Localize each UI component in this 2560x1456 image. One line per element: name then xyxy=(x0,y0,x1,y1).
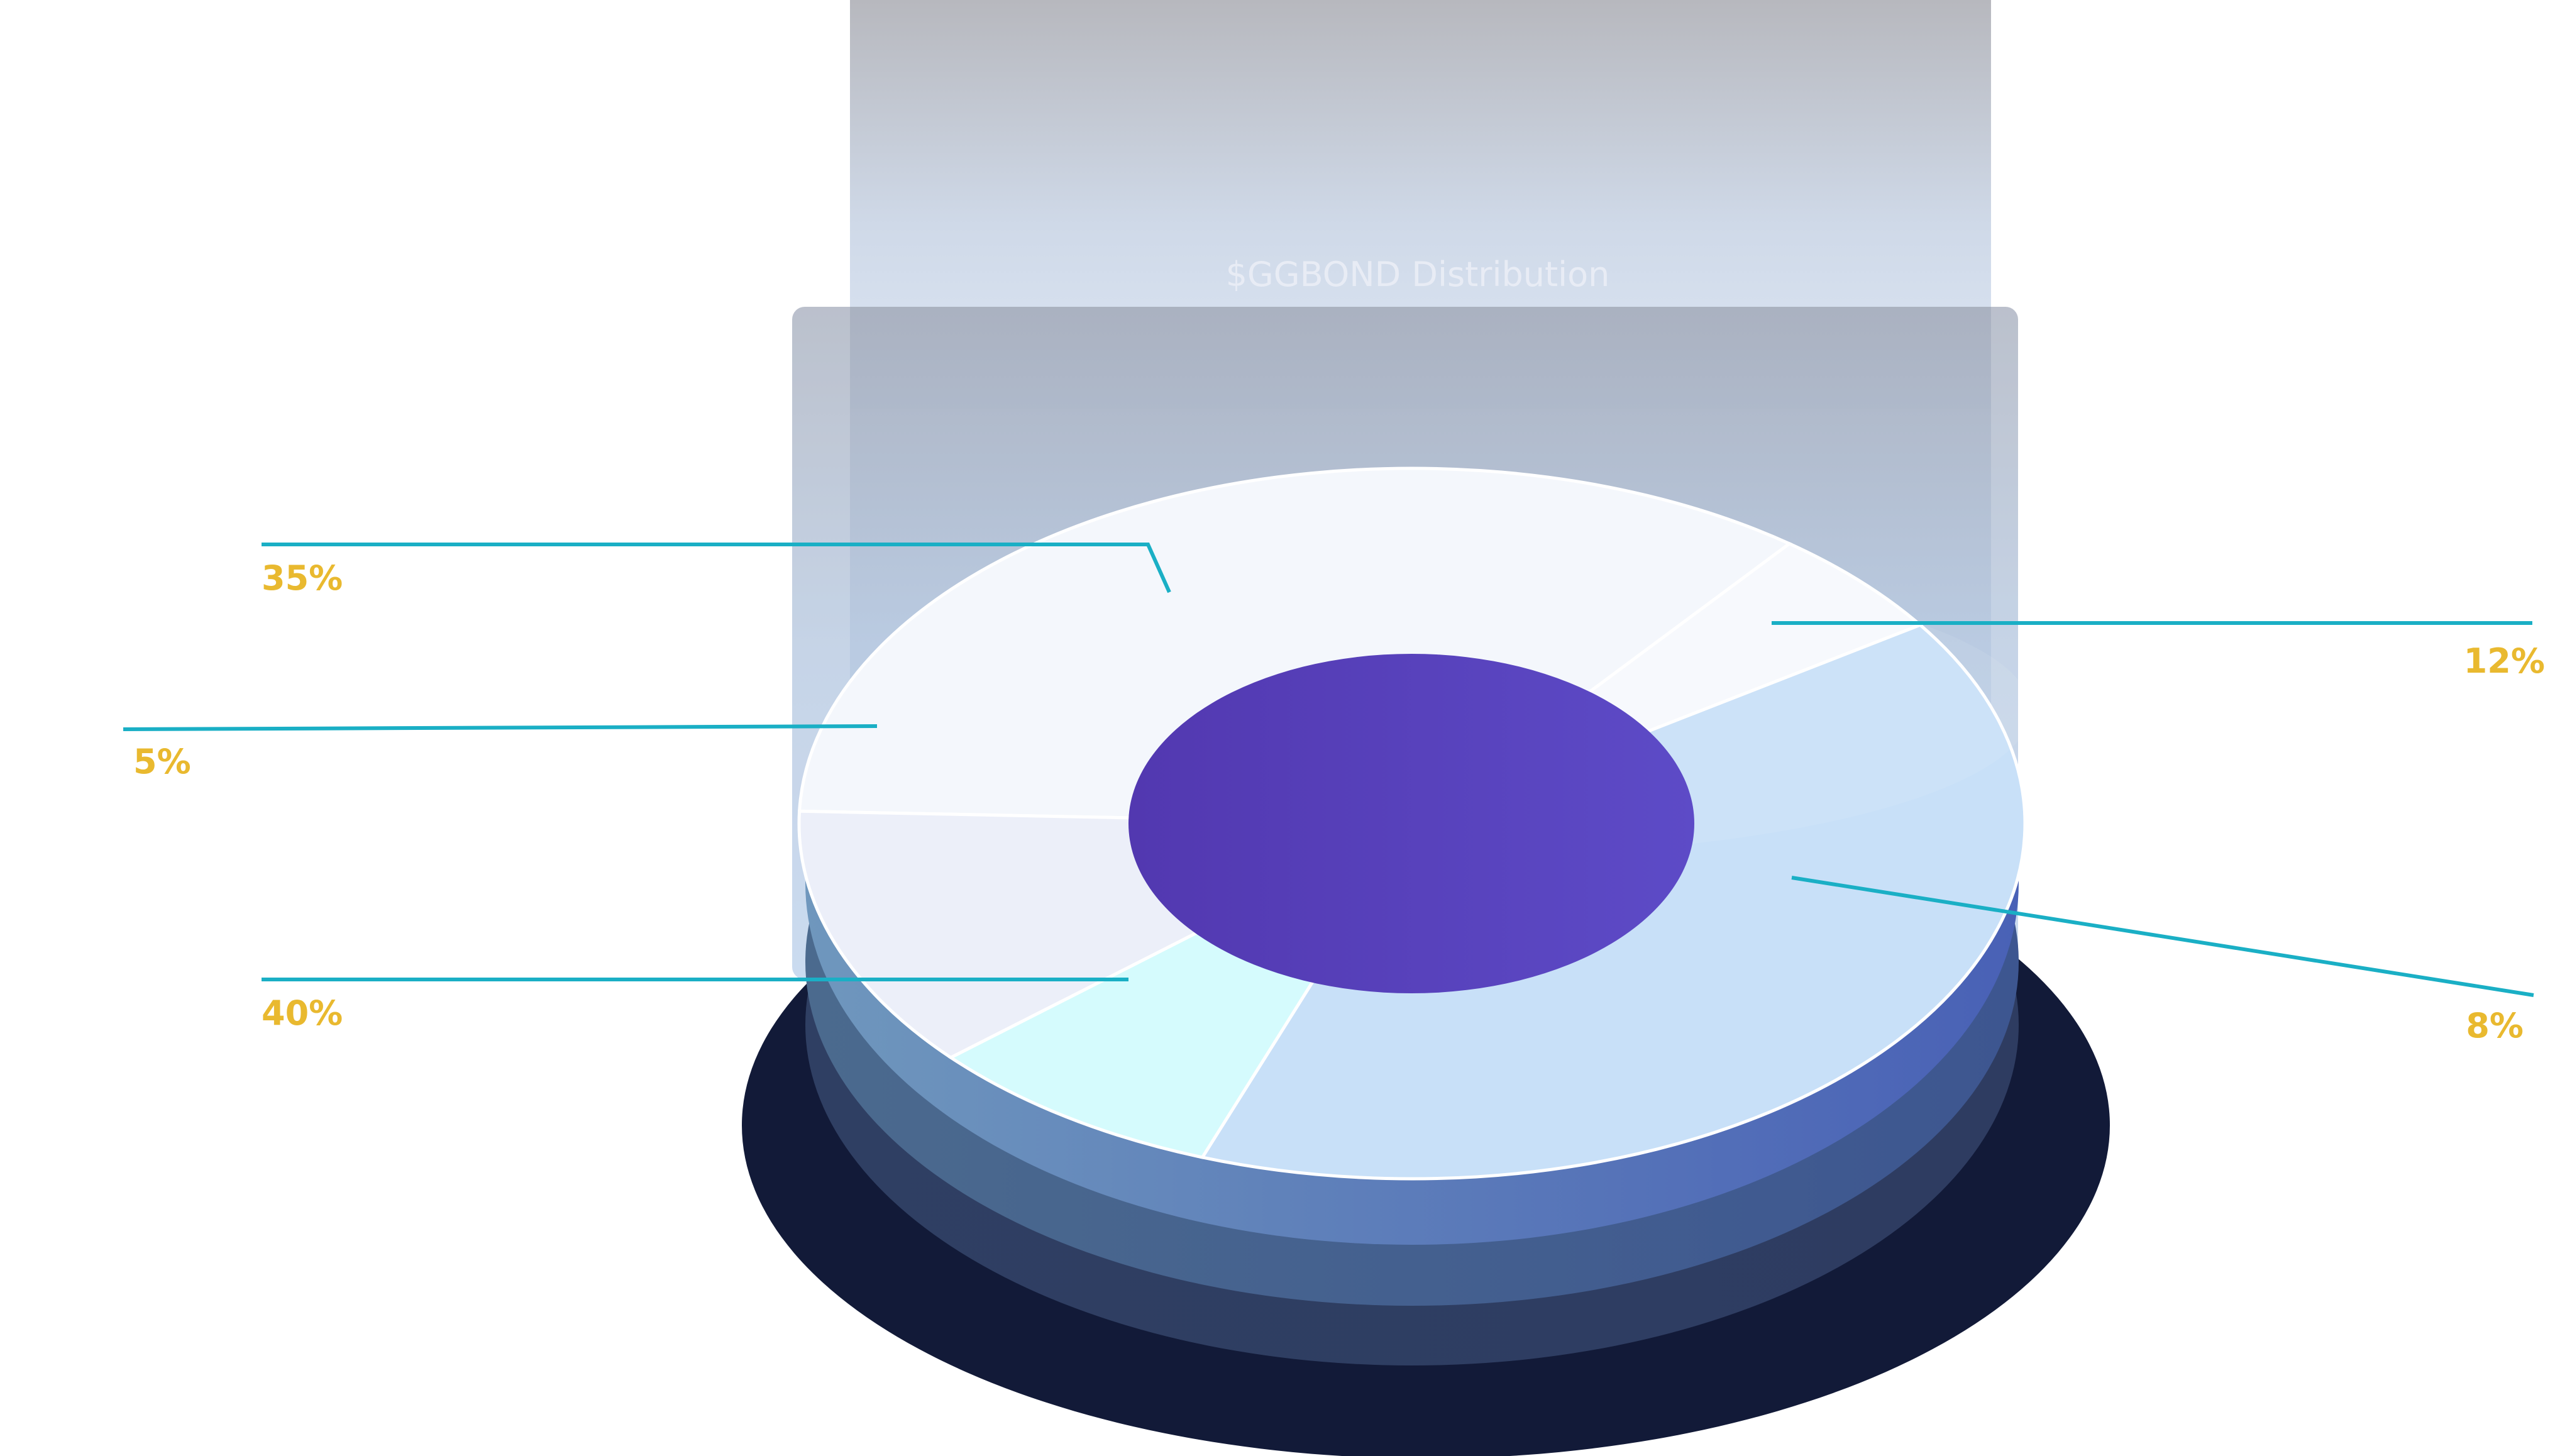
label-5: 5% xyxy=(133,742,191,781)
label-40: 40% xyxy=(262,993,343,1033)
leader-line-35 xyxy=(262,543,1171,593)
leader-line-5 xyxy=(123,724,878,731)
leader-line-8 xyxy=(1791,876,2534,997)
label-35: 35% xyxy=(262,558,343,598)
label-8: 8% xyxy=(2466,1006,2524,1045)
pie-slice-35 xyxy=(797,466,1793,825)
center-hole xyxy=(1128,654,1694,993)
chart-title: $GGBOND Distribution xyxy=(1226,255,1610,294)
leader-lines xyxy=(123,543,2534,997)
label-12: 12% xyxy=(2464,641,2545,681)
